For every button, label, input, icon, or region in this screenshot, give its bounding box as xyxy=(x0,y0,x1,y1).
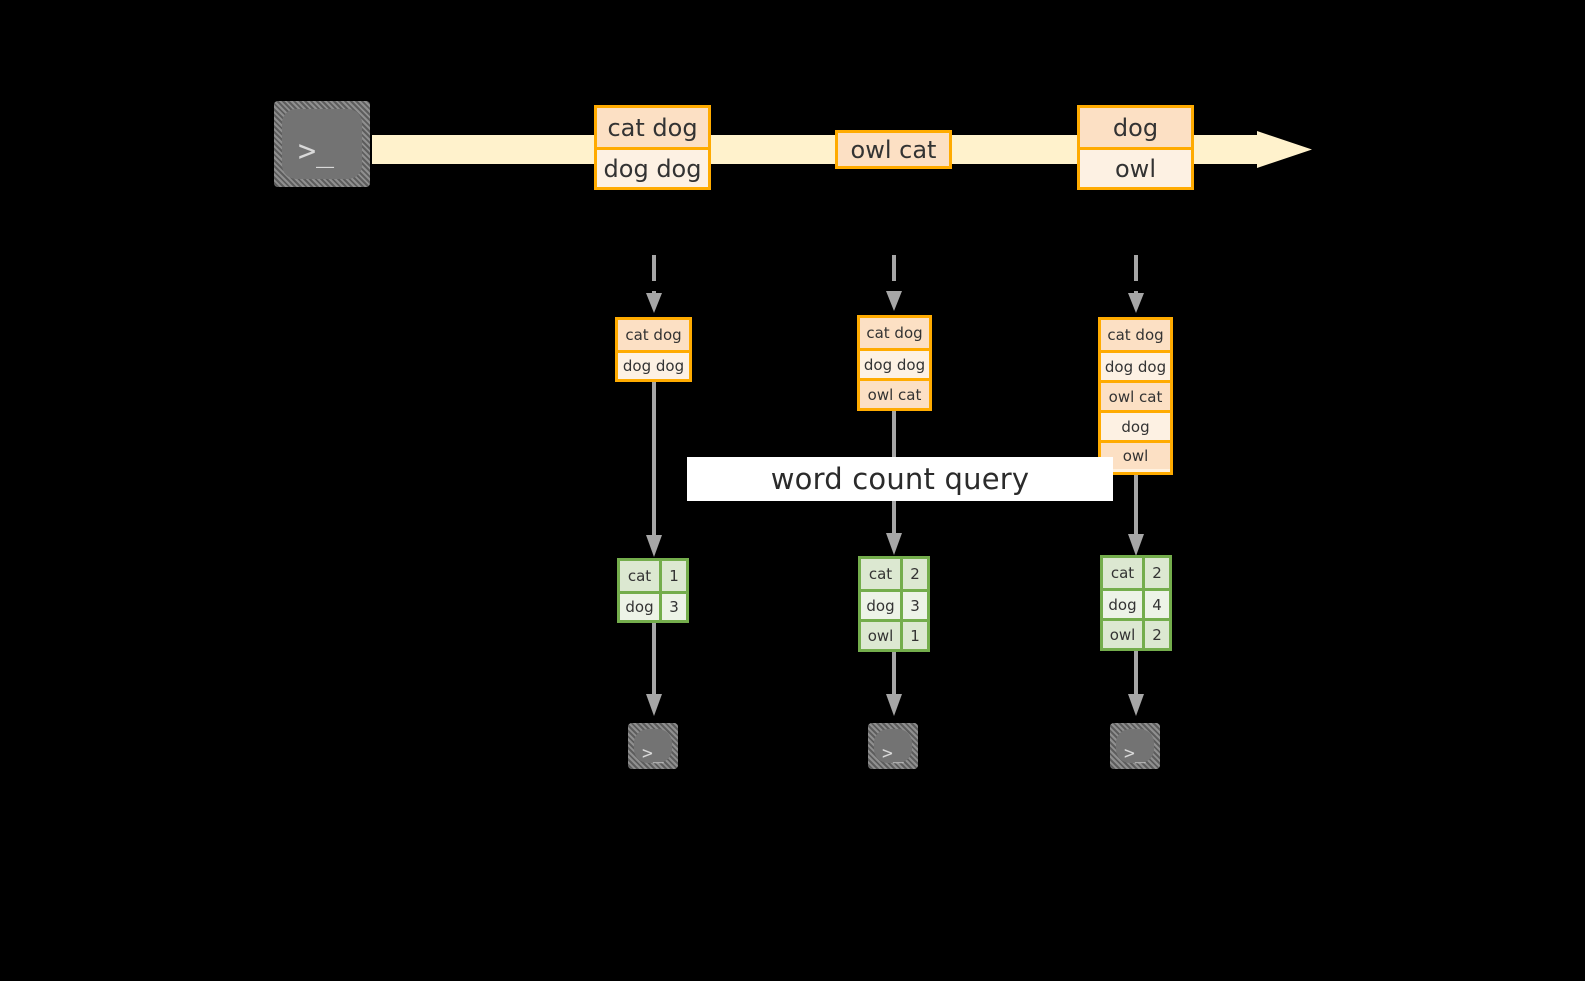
stream-record-line: cat dog xyxy=(597,108,708,147)
snapshot-input-row: owl cat xyxy=(1101,380,1170,410)
snapshot-3-dashed-connector xyxy=(1128,255,1144,313)
stream-record-line: owl xyxy=(1080,147,1191,187)
table-row: dog 3 xyxy=(861,589,927,619)
snapshot-2-dashed-connector xyxy=(886,255,902,311)
snapshot-input-row: cat dog xyxy=(618,320,689,350)
result-word-cell: dog xyxy=(861,592,903,619)
snapshot-3-output-connector xyxy=(1128,651,1144,716)
snapshot-input-row: dog xyxy=(1101,410,1170,440)
result-word-cell: cat xyxy=(861,559,903,589)
table-row: cat 2 xyxy=(1103,558,1169,588)
result-count-cell: 2 xyxy=(1152,625,1162,644)
table-row: cat 1 xyxy=(620,561,686,591)
snapshot-2-consumer-terminal-icon: >_ xyxy=(858,713,928,779)
table-row: owl 1 xyxy=(861,619,927,649)
result-word-cell: dog xyxy=(1103,591,1145,618)
terminal-prompt-glyph: >_ xyxy=(298,134,335,169)
stream-record-2: owl cat xyxy=(835,130,952,169)
table-row: owl 2 xyxy=(1103,618,1169,648)
producer-terminal-icon: >_ xyxy=(264,91,380,197)
snapshot-2-input-stack: cat dog dog dog owl cat xyxy=(857,315,932,411)
table-row: cat 2 xyxy=(861,559,927,589)
snapshot-input-row: dog dog xyxy=(860,348,929,378)
query-label: word count query xyxy=(687,457,1113,501)
terminal-prompt-glyph: >_ xyxy=(1124,743,1146,764)
snapshot-3-input-stack: cat dog dog dog owl cat dog owl xyxy=(1098,317,1173,475)
terminal-body xyxy=(282,109,362,179)
table-row: dog 4 xyxy=(1103,588,1169,618)
snapshot-1-consumer-terminal-icon: >_ xyxy=(618,713,688,779)
stream-record-line: dog xyxy=(1080,108,1191,147)
result-count-cell: 1 xyxy=(910,626,920,645)
snapshot-1-input-stack: cat dog dog dog xyxy=(615,317,692,382)
terminal-prompt-glyph: >_ xyxy=(642,743,664,764)
terminal-body xyxy=(1116,729,1154,763)
snapshot-input-row: cat dog xyxy=(860,318,929,348)
result-count-cell: 2 xyxy=(910,565,920,583)
snapshot-input-row: dog dog xyxy=(618,350,689,379)
table-row: dog 3 xyxy=(620,591,686,620)
result-count-cell: 1 xyxy=(669,567,679,585)
snapshot-1-result-table: cat 1 dog 3 xyxy=(617,558,689,623)
snapshot-1-dashed-connector xyxy=(646,255,662,313)
stream-record-1: cat dog dog dog xyxy=(594,105,711,190)
terminal-prompt-glyph: >_ xyxy=(882,743,904,764)
stream-record-line: dog dog xyxy=(597,147,708,187)
snapshot-2-output-connector xyxy=(886,652,902,716)
query-label-text: word count query xyxy=(770,462,1030,496)
result-word-cell: dog xyxy=(620,594,662,620)
snapshot-2-result-table: cat 2 dog 3 owl 1 xyxy=(858,556,930,652)
snapshot-1-query-connector xyxy=(646,382,662,557)
snapshot-input-row: dog dog xyxy=(1101,350,1170,380)
result-count-cell: 4 xyxy=(1152,595,1162,614)
snapshot-3-consumer-terminal-icon: >_ xyxy=(1100,713,1170,779)
stream-record-line: owl cat xyxy=(838,133,949,166)
result-word-cell: cat xyxy=(1103,558,1145,588)
terminal-body xyxy=(634,729,672,763)
snapshot-input-row: owl cat xyxy=(860,378,929,408)
snapshot-3-result-table: cat 2 dog 4 owl 2 xyxy=(1100,555,1172,651)
result-count-cell: 3 xyxy=(669,598,679,616)
result-word-cell: owl xyxy=(1103,621,1145,648)
result-count-cell: 3 xyxy=(910,596,920,615)
result-word-cell: cat xyxy=(620,561,662,591)
terminal-body xyxy=(874,729,912,763)
result-word-cell: owl xyxy=(861,622,903,649)
snapshot-input-row: cat dog xyxy=(1101,320,1170,350)
snapshot-3-query-connector xyxy=(1128,475,1144,556)
snapshot-1-output-connector xyxy=(646,623,662,716)
stream-record-3: dog owl xyxy=(1077,105,1194,190)
result-count-cell: 2 xyxy=(1152,564,1162,582)
